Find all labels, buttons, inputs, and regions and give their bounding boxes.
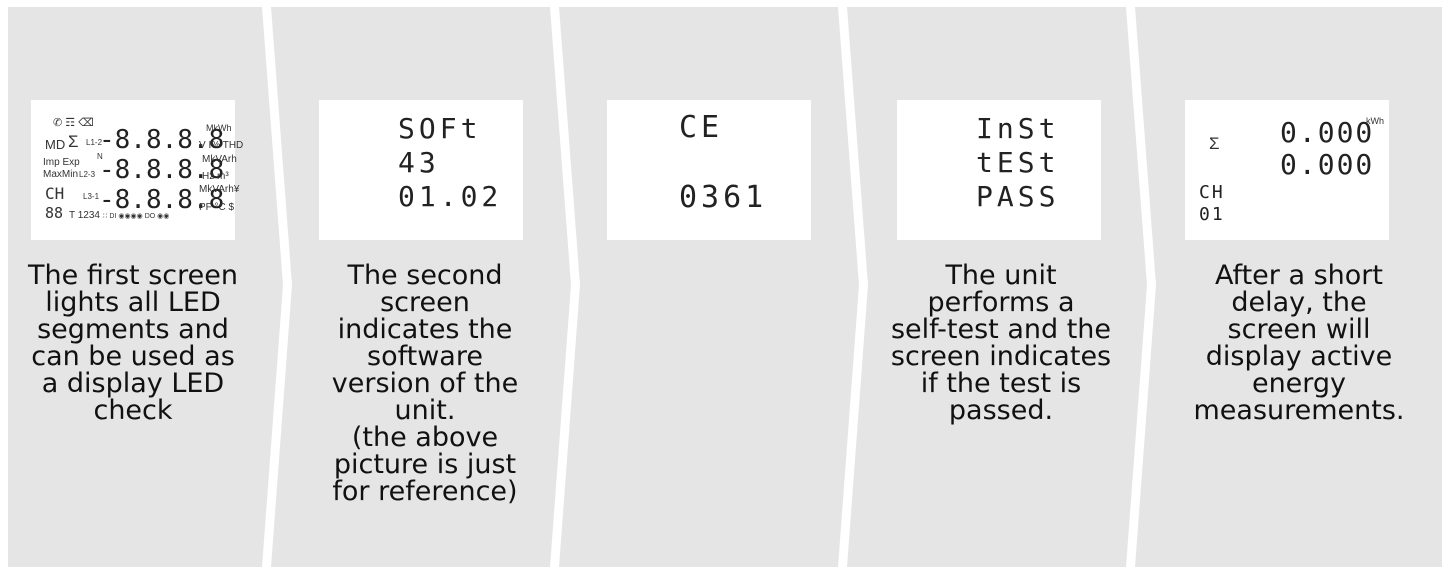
lcd-line-1: SOFt — [398, 112, 482, 145]
caption-line: version of the — [331, 368, 519, 399]
imp-exp-label: Imp Exp — [43, 157, 80, 168]
digit-row-2: -8.8.8.8 — [99, 155, 225, 185]
caption-line: The second — [347, 260, 503, 291]
unit-mkwh: MkWh — [206, 123, 232, 133]
caption-line: (the above — [351, 422, 499, 453]
caption-line: display active — [1205, 341, 1393, 372]
lcd-line-1: InSt — [976, 112, 1060, 145]
caption-line: unit. — [394, 395, 456, 426]
caption-line: screen indicates — [890, 341, 1112, 372]
tariff-label: T 1234 — [69, 210, 100, 221]
sigma-label: Σ — [1209, 134, 1220, 153]
caption-line: indicates the — [337, 314, 513, 345]
caption-line: segments and — [37, 314, 229, 345]
l23-label: L2-3 — [79, 170, 96, 179]
lcd-line-2: 0361 — [679, 180, 768, 215]
unit-vi-thd: V I% THD — [199, 140, 244, 151]
energy-value-2: 0.000 — [1280, 148, 1375, 181]
sigma-label: Σ — [68, 132, 79, 151]
ch-label: CH — [1199, 182, 1225, 203]
caption-line: performs a — [927, 287, 1075, 318]
ch-label: CH — [45, 184, 65, 203]
caption-line: self-test and the — [890, 314, 1112, 345]
bottom-indicator-icons: ∷ DI ◉◉◉◉ DO ◉◉ — [103, 213, 170, 220]
unit-mkvarh: MkVArh — [202, 154, 237, 165]
caption-line: measurements. — [1193, 395, 1405, 426]
energy-value-1: 0.000 — [1280, 116, 1375, 149]
chevron-panel-3 — [559, 7, 859, 567]
caption-line: software — [367, 341, 483, 372]
unit-mkvarh-yen: MkVArh¥ — [199, 184, 240, 195]
maxmin-label: MaxMin — [43, 169, 79, 180]
caption-line: screen will — [1227, 314, 1371, 345]
lcd-screen-3: CE 0361 — [607, 100, 811, 240]
unit-hz: Hz m³ — [202, 171, 229, 182]
caption-line: passed. — [948, 395, 1054, 426]
caption-line: delay, the — [1231, 287, 1367, 318]
lcd-screen-1: ✆ ☶ ⌫ MD Σ L1-2 Imp Exp N MaxMin L2-3 CH… — [31, 100, 243, 240]
caption-line: can be used as — [31, 341, 235, 372]
lcd-screen-2: SOFt 43 01.02 — [319, 100, 523, 240]
caption-line: lights all LED — [45, 287, 221, 318]
lcd-screen-5: Σ 0.000 kWh 0.000 CH 01 — [1185, 100, 1389, 240]
caption-line: screen — [380, 287, 470, 318]
digit-row-1: -8.8.8.8 — [99, 125, 225, 155]
caption-line: if the test is — [920, 368, 1082, 399]
caption-line: picture is just — [333, 449, 517, 480]
energy-unit: kWh — [1366, 116, 1384, 126]
caption-line: The first screen — [28, 260, 238, 291]
lcd-screen-4: InSt tESt PASS — [897, 100, 1101, 240]
status-icons: ✆ ☶ ⌫ — [53, 117, 94, 129]
lcd-line-3: 01.02 — [398, 180, 503, 213]
lcd-line-2: tESt — [976, 146, 1060, 179]
unit-pf: PF °C $ — [199, 202, 235, 213]
ch-digits: 88 — [45, 204, 64, 222]
digit-row-3: -8.8.8.8 — [99, 185, 225, 215]
caption-line: energy — [1251, 368, 1347, 399]
caption-line: a display LED — [41, 368, 225, 399]
caption-line: The unit — [945, 260, 1057, 291]
caption-line: After a short — [1215, 260, 1383, 291]
l3-label: L3-1 — [83, 192, 100, 201]
ch-number: 01 — [1199, 204, 1225, 225]
md-label: MD — [45, 137, 66, 152]
lcd-line-3: PASS — [976, 180, 1060, 213]
l12-label: L1-2 — [86, 138, 103, 147]
lcd-line-2: 43 — [398, 146, 440, 179]
n-label: N — [97, 152, 103, 161]
lcd-line-1: CE — [679, 110, 724, 145]
caption-line: for reference) — [332, 476, 518, 507]
caption-line: check — [93, 395, 173, 426]
